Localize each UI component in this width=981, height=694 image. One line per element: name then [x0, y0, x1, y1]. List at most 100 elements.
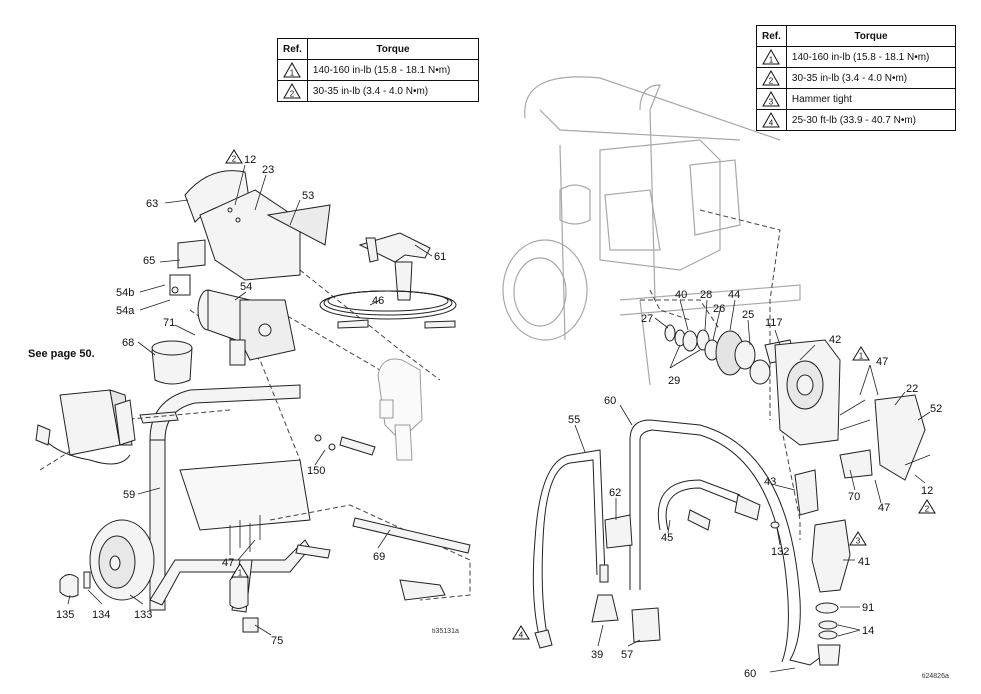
cart-frame	[139, 384, 311, 613]
svg-text:3: 3	[769, 98, 774, 107]
callout-59: 59	[123, 489, 135, 501]
callout-61: 61	[434, 251, 446, 263]
figure-id-right: ti24826a	[922, 673, 949, 680]
svg-text:1: 1	[238, 569, 243, 578]
figure-id-left: ti35131a	[432, 628, 459, 635]
callout-29: 29	[668, 375, 680, 387]
callout-52: 52	[930, 403, 942, 415]
see-page-note: See page 50.	[28, 348, 95, 360]
callout-68: 68	[122, 337, 134, 349]
right-table-row-3-ref: 3	[756, 88, 787, 110]
triangle-marker-12: 2	[225, 149, 243, 164]
callout-54: 54	[240, 281, 252, 293]
wheel-133	[59, 519, 155, 601]
callout-53: 53	[302, 190, 314, 202]
front-cover-22	[839, 394, 931, 481]
torque-triangle-icon: 2	[762, 70, 781, 86]
torque-triangle-icon: 4	[762, 112, 781, 128]
callout-63: 63	[146, 198, 158, 210]
pump-41	[770, 469, 851, 666]
fittings-lower	[591, 514, 661, 643]
belt-guard-assembly	[177, 170, 331, 281]
right-torque-table: Ref. Torque 1 140-160 in-lb (15.8 - 18.1…	[756, 25, 957, 131]
pail-bracket	[151, 340, 193, 385]
callout-150: 150	[307, 465, 325, 477]
callout-117: 117	[765, 317, 783, 329]
callout-65: 65	[143, 255, 155, 267]
right-table-row-4-ref: 4	[756, 109, 787, 131]
svg-text:1: 1	[859, 352, 864, 361]
torque-triangle-icon: 1	[283, 62, 302, 78]
hose-coil	[319, 290, 457, 329]
svg-text:2: 2	[769, 77, 774, 86]
callout-12: 12	[244, 154, 256, 166]
callout-57: 57	[621, 649, 633, 661]
callout-44: 44	[728, 289, 740, 301]
triangle-marker-47: 1	[231, 563, 249, 578]
callout-71: 71	[163, 317, 175, 329]
callout-54a: 54a	[116, 305, 135, 317]
callout-39: 39	[591, 649, 603, 661]
left-torque-table: Ref. Torque 1 140-160 in-lb (15.8 - 18.1…	[277, 38, 480, 102]
right-dashed-guides	[640, 209, 801, 540]
triangle-marker-12-right: 2	[918, 499, 936, 514]
leader-lines	[67, 164, 931, 673]
spray-gun	[358, 232, 431, 301]
callout-60-bottom: 60	[744, 668, 756, 680]
callout-135: 135	[56, 609, 74, 621]
callout-42: 42	[829, 334, 841, 346]
triangle-marker-47-top: 1	[852, 346, 870, 361]
svg-text:4: 4	[519, 631, 524, 640]
callout-23: 23	[262, 164, 274, 176]
svg-text:2: 2	[290, 90, 295, 99]
gear-housing-42	[774, 339, 841, 446]
right-callouts: 40 28 44 27 26 25 117 42 29 1 47 22 52 6…	[512, 289, 949, 680]
callout-70: 70	[848, 491, 860, 503]
callout-69: 69	[373, 551, 385, 563]
svg-text:1: 1	[769, 56, 774, 65]
callout-55: 55	[568, 414, 580, 426]
callout-75: 75	[271, 635, 283, 647]
callout-28: 28	[700, 289, 712, 301]
torque-triangle-icon: 2	[283, 83, 302, 99]
callout-27: 27	[641, 313, 653, 325]
cart-ghost	[502, 76, 801, 386]
callout-40: 40	[675, 289, 687, 301]
right-table-row-4-torque: 25-30 ft-lb (33.9 - 40.7 N•m)	[785, 109, 957, 131]
left-table-row-2-torque: 30-35 in-lb (3.4 - 4.0 N•m)	[306, 80, 480, 102]
callout-25: 25	[742, 309, 754, 321]
svg-text:2: 2	[925, 505, 930, 514]
pump-ghost	[377, 358, 423, 461]
callout-43: 43	[764, 476, 776, 488]
callout-12: 12	[921, 485, 933, 497]
callout-26: 26	[713, 303, 725, 315]
callout-45: 45	[661, 532, 673, 544]
callout-54b: 54b	[116, 287, 134, 299]
callout-41: 41	[858, 556, 870, 568]
callout-62: 62	[609, 487, 621, 499]
svg-text:3: 3	[856, 537, 861, 546]
left-table-row-2-ref: 2	[277, 80, 308, 102]
callout-91: 91	[862, 602, 874, 614]
front-frame-69	[295, 517, 471, 601]
callout-132: 132	[771, 546, 789, 558]
triangle-marker-39: 4	[512, 625, 530, 640]
torque-triangle-icon: 3	[762, 91, 781, 107]
motor-assembly	[169, 274, 296, 366]
left-callouts: 2 12 23 53 63 61 65 46 54b 54 54a 71 68 …	[28, 149, 459, 647]
whip-hose-45	[657, 479, 761, 531]
left-table-row-1-ref: 1	[277, 59, 308, 81]
right-table-row-1-ref: 1	[756, 46, 787, 68]
callout-47-top: 47	[876, 356, 888, 368]
fittings-150	[314, 434, 376, 456]
callout-47: 47	[222, 557, 234, 569]
callout-46: 46	[372, 295, 384, 307]
callout-60-top: 60	[604, 395, 616, 407]
bolts-47	[229, 515, 261, 633]
svg-text:1: 1	[290, 69, 295, 78]
triangle-marker-41: 3	[849, 531, 867, 546]
svg-text:4: 4	[769, 119, 774, 128]
svg-text:2: 2	[232, 155, 237, 164]
